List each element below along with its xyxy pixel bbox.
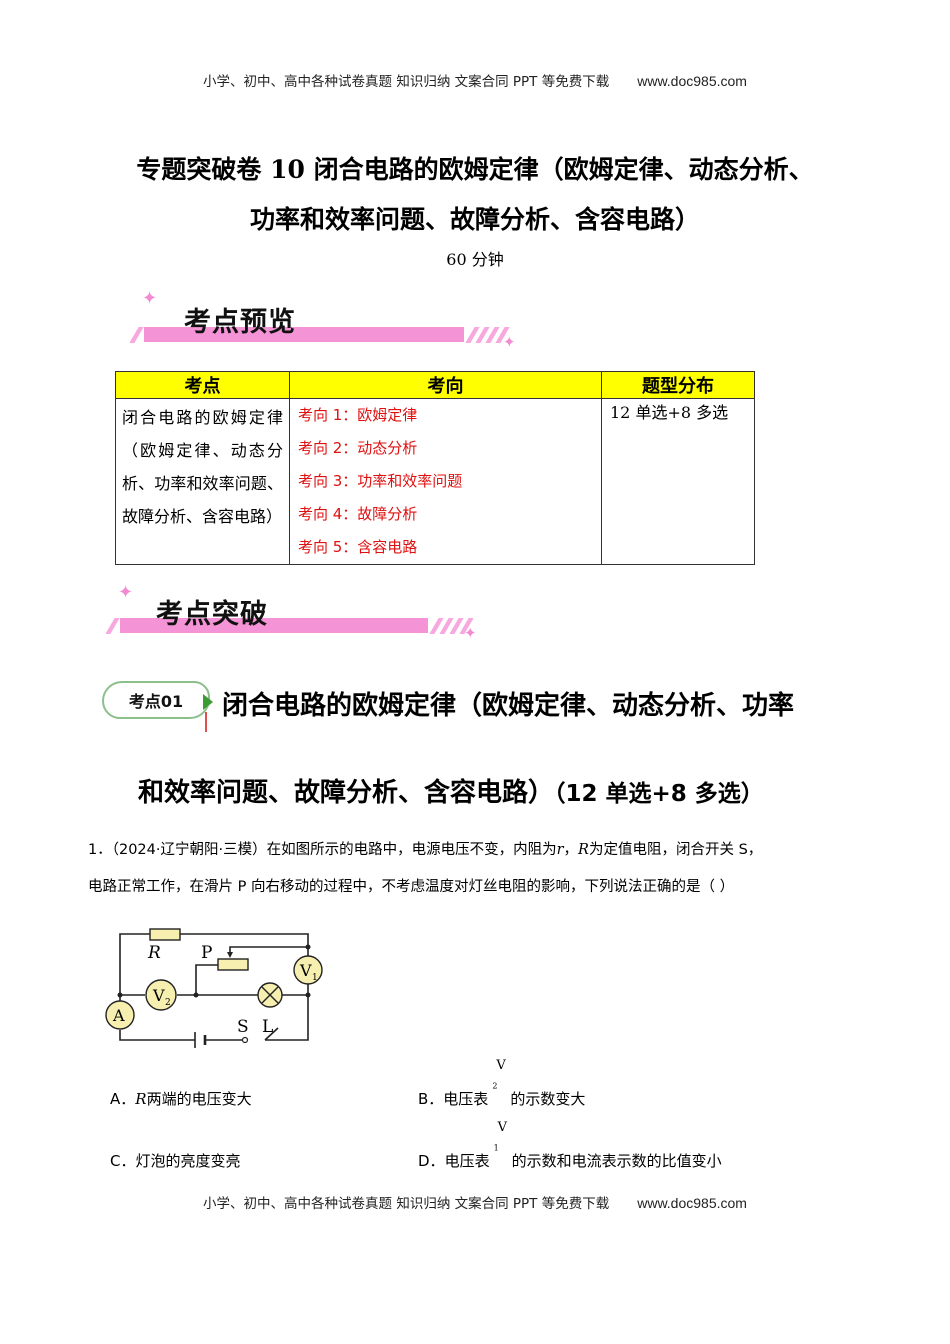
stripe-decoration bbox=[105, 618, 120, 634]
option-letter: B． bbox=[418, 1090, 444, 1108]
option-text: 两端的电压变大 bbox=[146, 1090, 252, 1108]
option-letter: A． bbox=[110, 1090, 136, 1108]
option-text: 电压表 bbox=[444, 1152, 490, 1170]
topic-cell: 闭合电路的欧姆定律（欧姆定律、动态分析、功率和效率问题、故障分析、含容电路） bbox=[115, 398, 290, 565]
arrow-right-icon bbox=[203, 694, 213, 710]
option-c[interactable]: C．灯泡的亮度变亮 bbox=[110, 1150, 241, 1171]
symbol-R: R bbox=[578, 842, 589, 858]
direction-cell: 考向 1：欧姆定律 考向 2：动态分析 考向 3：功率和效率问题 考向 4：故障… bbox=[289, 398, 602, 565]
sparkle-icon: ✦ bbox=[142, 288, 158, 309]
sparkle-icon: ✦ bbox=[464, 624, 477, 642]
overview-table: 考点 考向 题型分布 闭合电路的欧姆定律（欧姆定律、动态分析、功率和效率问题、故… bbox=[115, 371, 755, 565]
document-title-line1: 专题突破卷 10 闭合电路的欧姆定律（欧姆定律、动态分析、 bbox=[136, 155, 814, 184]
question-text: ， bbox=[563, 842, 579, 858]
option-text: 的示数变大 bbox=[510, 1090, 586, 1108]
question-text: 在如图所示的电路中，电源电压不变，内阻为 bbox=[266, 842, 557, 858]
option-letter: C． bbox=[110, 1152, 136, 1170]
watermark-url[interactable]: www.doc985.com bbox=[637, 73, 747, 89]
banner-preview: ✦ ✦ 考点预览 bbox=[120, 288, 520, 358]
watermark-text: 小学、初中、高中各种试卷真题 知识归纳 文案合同 PPT 等免费下载 bbox=[203, 1196, 610, 1212]
meter-subscript: 1 bbox=[493, 1143, 499, 1153]
question-stem-line2: 电路正常工作，在滑片 P 向右移动的过程中，不考虑温度对灯丝电阻的影响，下列说法… bbox=[88, 879, 735, 895]
section-badge: 考点01 bbox=[102, 681, 210, 719]
section-heading-line1: 闭合电路的欧姆定律（欧姆定律、动态分析、功率 bbox=[222, 691, 795, 721]
direction-item: 考向 3：功率和效率问题 bbox=[298, 472, 463, 490]
option-text: 的示数和电流表示数的比值变小 bbox=[511, 1152, 722, 1170]
header-question-types: 题型分布 bbox=[601, 371, 755, 399]
banner-stripe bbox=[120, 618, 428, 633]
symbol-R: R bbox=[135, 1090, 147, 1108]
direction-item: 考向 2：动态分析 bbox=[298, 439, 418, 457]
resistor-R bbox=[149, 928, 181, 941]
section-heading-line2: 和效率问题、故障分析、含容电路）（12 单选+8 多选） bbox=[138, 772, 764, 809]
option-letter: D． bbox=[418, 1152, 445, 1170]
banner-label: 考点突破 bbox=[156, 599, 268, 630]
direction-item: 考向 1：欧姆定律 bbox=[298, 406, 418, 424]
question-number: 1． bbox=[88, 842, 112, 858]
meter-subscript: 2 bbox=[492, 1081, 498, 1091]
svg-text:2: 2 bbox=[165, 998, 171, 1008]
sparkle-icon: ✦ bbox=[503, 333, 516, 351]
svg-text:L: L bbox=[262, 1017, 273, 1037]
svg-text:1: 1 bbox=[312, 973, 318, 983]
badge-divider bbox=[205, 712, 207, 732]
question-text: 为定值电阻，闭合开关 S， bbox=[588, 842, 763, 858]
meter-letter: V bbox=[496, 1058, 506, 1073]
banner-label: 考点预览 bbox=[184, 307, 296, 338]
option-text: 灯泡的亮度变亮 bbox=[135, 1152, 241, 1170]
question-types-cell: 12 单选+8 多选 bbox=[601, 398, 755, 565]
banner-stripe bbox=[144, 327, 464, 342]
svg-text:A: A bbox=[112, 1006, 125, 1025]
option-a[interactable]: A．R两端的电压变大 bbox=[110, 1088, 252, 1109]
question-source: （2024·辽宁朝阳·三模） bbox=[111, 842, 267, 858]
meter-letter: V bbox=[497, 1120, 507, 1135]
table-header-row: 考点 考向 题型分布 bbox=[115, 371, 755, 399]
svg-text:R: R bbox=[147, 943, 161, 963]
svg-text:V: V bbox=[152, 986, 165, 1005]
svg-text:V: V bbox=[299, 961, 312, 980]
footer-watermark: 小学、初中、高中各种试卷真题 知识归纳 文案合同 PPT 等免费下载 www.do… bbox=[0, 1192, 950, 1212]
exam-duration: 60 分钟 bbox=[446, 250, 504, 269]
direction-item: 考向 5：含容电路 bbox=[298, 538, 418, 556]
header-watermark: 小学、初中、高中各种试卷真题 知识归纳 文案合同 PPT 等免费下载 www.do… bbox=[0, 70, 950, 90]
question-stem-line1: 1．（2024·辽宁朝阳·三模）在如图所示的电路中，电源电压不变，内阻为r，R为… bbox=[88, 840, 868, 860]
svg-text:P: P bbox=[201, 943, 212, 963]
watermark-text: 小学、初中、高中各种试卷真题 知识归纳 文案合同 PPT 等免费下载 bbox=[203, 74, 610, 90]
stripe-decoration bbox=[129, 327, 144, 343]
rheostat bbox=[217, 958, 249, 971]
document-title-line2: 功率和效率问题、故障分析、含容电路） bbox=[249, 205, 700, 234]
watermark-url[interactable]: www.doc985.com bbox=[637, 1195, 747, 1211]
svg-text:S: S bbox=[237, 1017, 249, 1037]
sparkle-icon: ✦ bbox=[118, 582, 134, 603]
header-direction: 考向 bbox=[289, 371, 602, 399]
banner-breakthrough: ✦ ✦ 考点突破 bbox=[98, 582, 498, 652]
section-heading-text: 和效率问题、故障分析、含容电路） bbox=[138, 778, 555, 808]
section-heading-tag: （12 单选+8 多选） bbox=[554, 781, 764, 807]
direction-item: 考向 4：故障分析 bbox=[298, 505, 418, 523]
option-text: 电压表 bbox=[443, 1090, 489, 1108]
table-row: 闭合电路的欧姆定律（欧姆定律、动态分析、功率和效率问题、故障分析、含容电路） 考… bbox=[115, 398, 755, 565]
symbol-r: r bbox=[556, 842, 564, 858]
header-topic: 考点 bbox=[115, 371, 290, 399]
